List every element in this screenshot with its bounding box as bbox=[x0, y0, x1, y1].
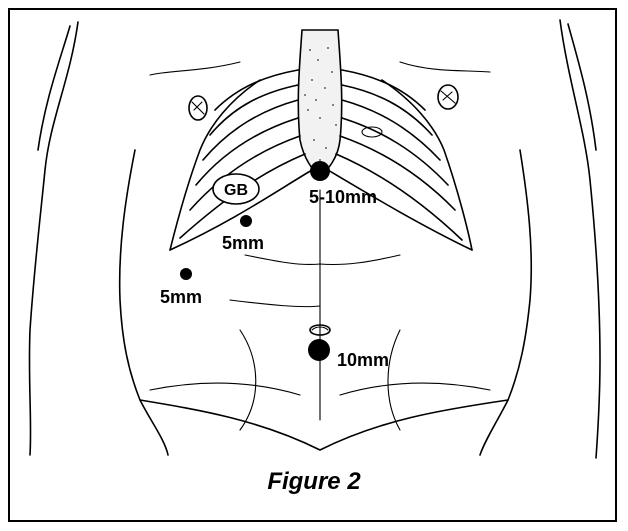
port-subcostal-dot bbox=[240, 215, 252, 227]
port-lateral-label: 5mm bbox=[160, 287, 202, 307]
right-nipple bbox=[438, 85, 458, 109]
port-umbilical-dot bbox=[308, 339, 330, 361]
port-subcostal-label: 5mm bbox=[222, 233, 264, 253]
port-subxiphoid: 5-10mm bbox=[309, 161, 377, 207]
port-umbilical-label: 10mm bbox=[337, 350, 389, 370]
abdominal-lines bbox=[150, 190, 490, 430]
gallbladder-label: GB bbox=[224, 182, 248, 199]
port-lateral: 5mm bbox=[160, 268, 202, 307]
port-subxiphoid-label: 5-10mm bbox=[309, 187, 377, 207]
gallbladder-marker: GB bbox=[213, 174, 259, 204]
rib-cage-right bbox=[328, 70, 472, 250]
port-lateral-dot bbox=[180, 268, 192, 280]
port-subxiphoid-dot bbox=[310, 161, 330, 181]
left-nipple bbox=[189, 96, 207, 120]
figure-caption: Figure 2 bbox=[0, 468, 628, 496]
